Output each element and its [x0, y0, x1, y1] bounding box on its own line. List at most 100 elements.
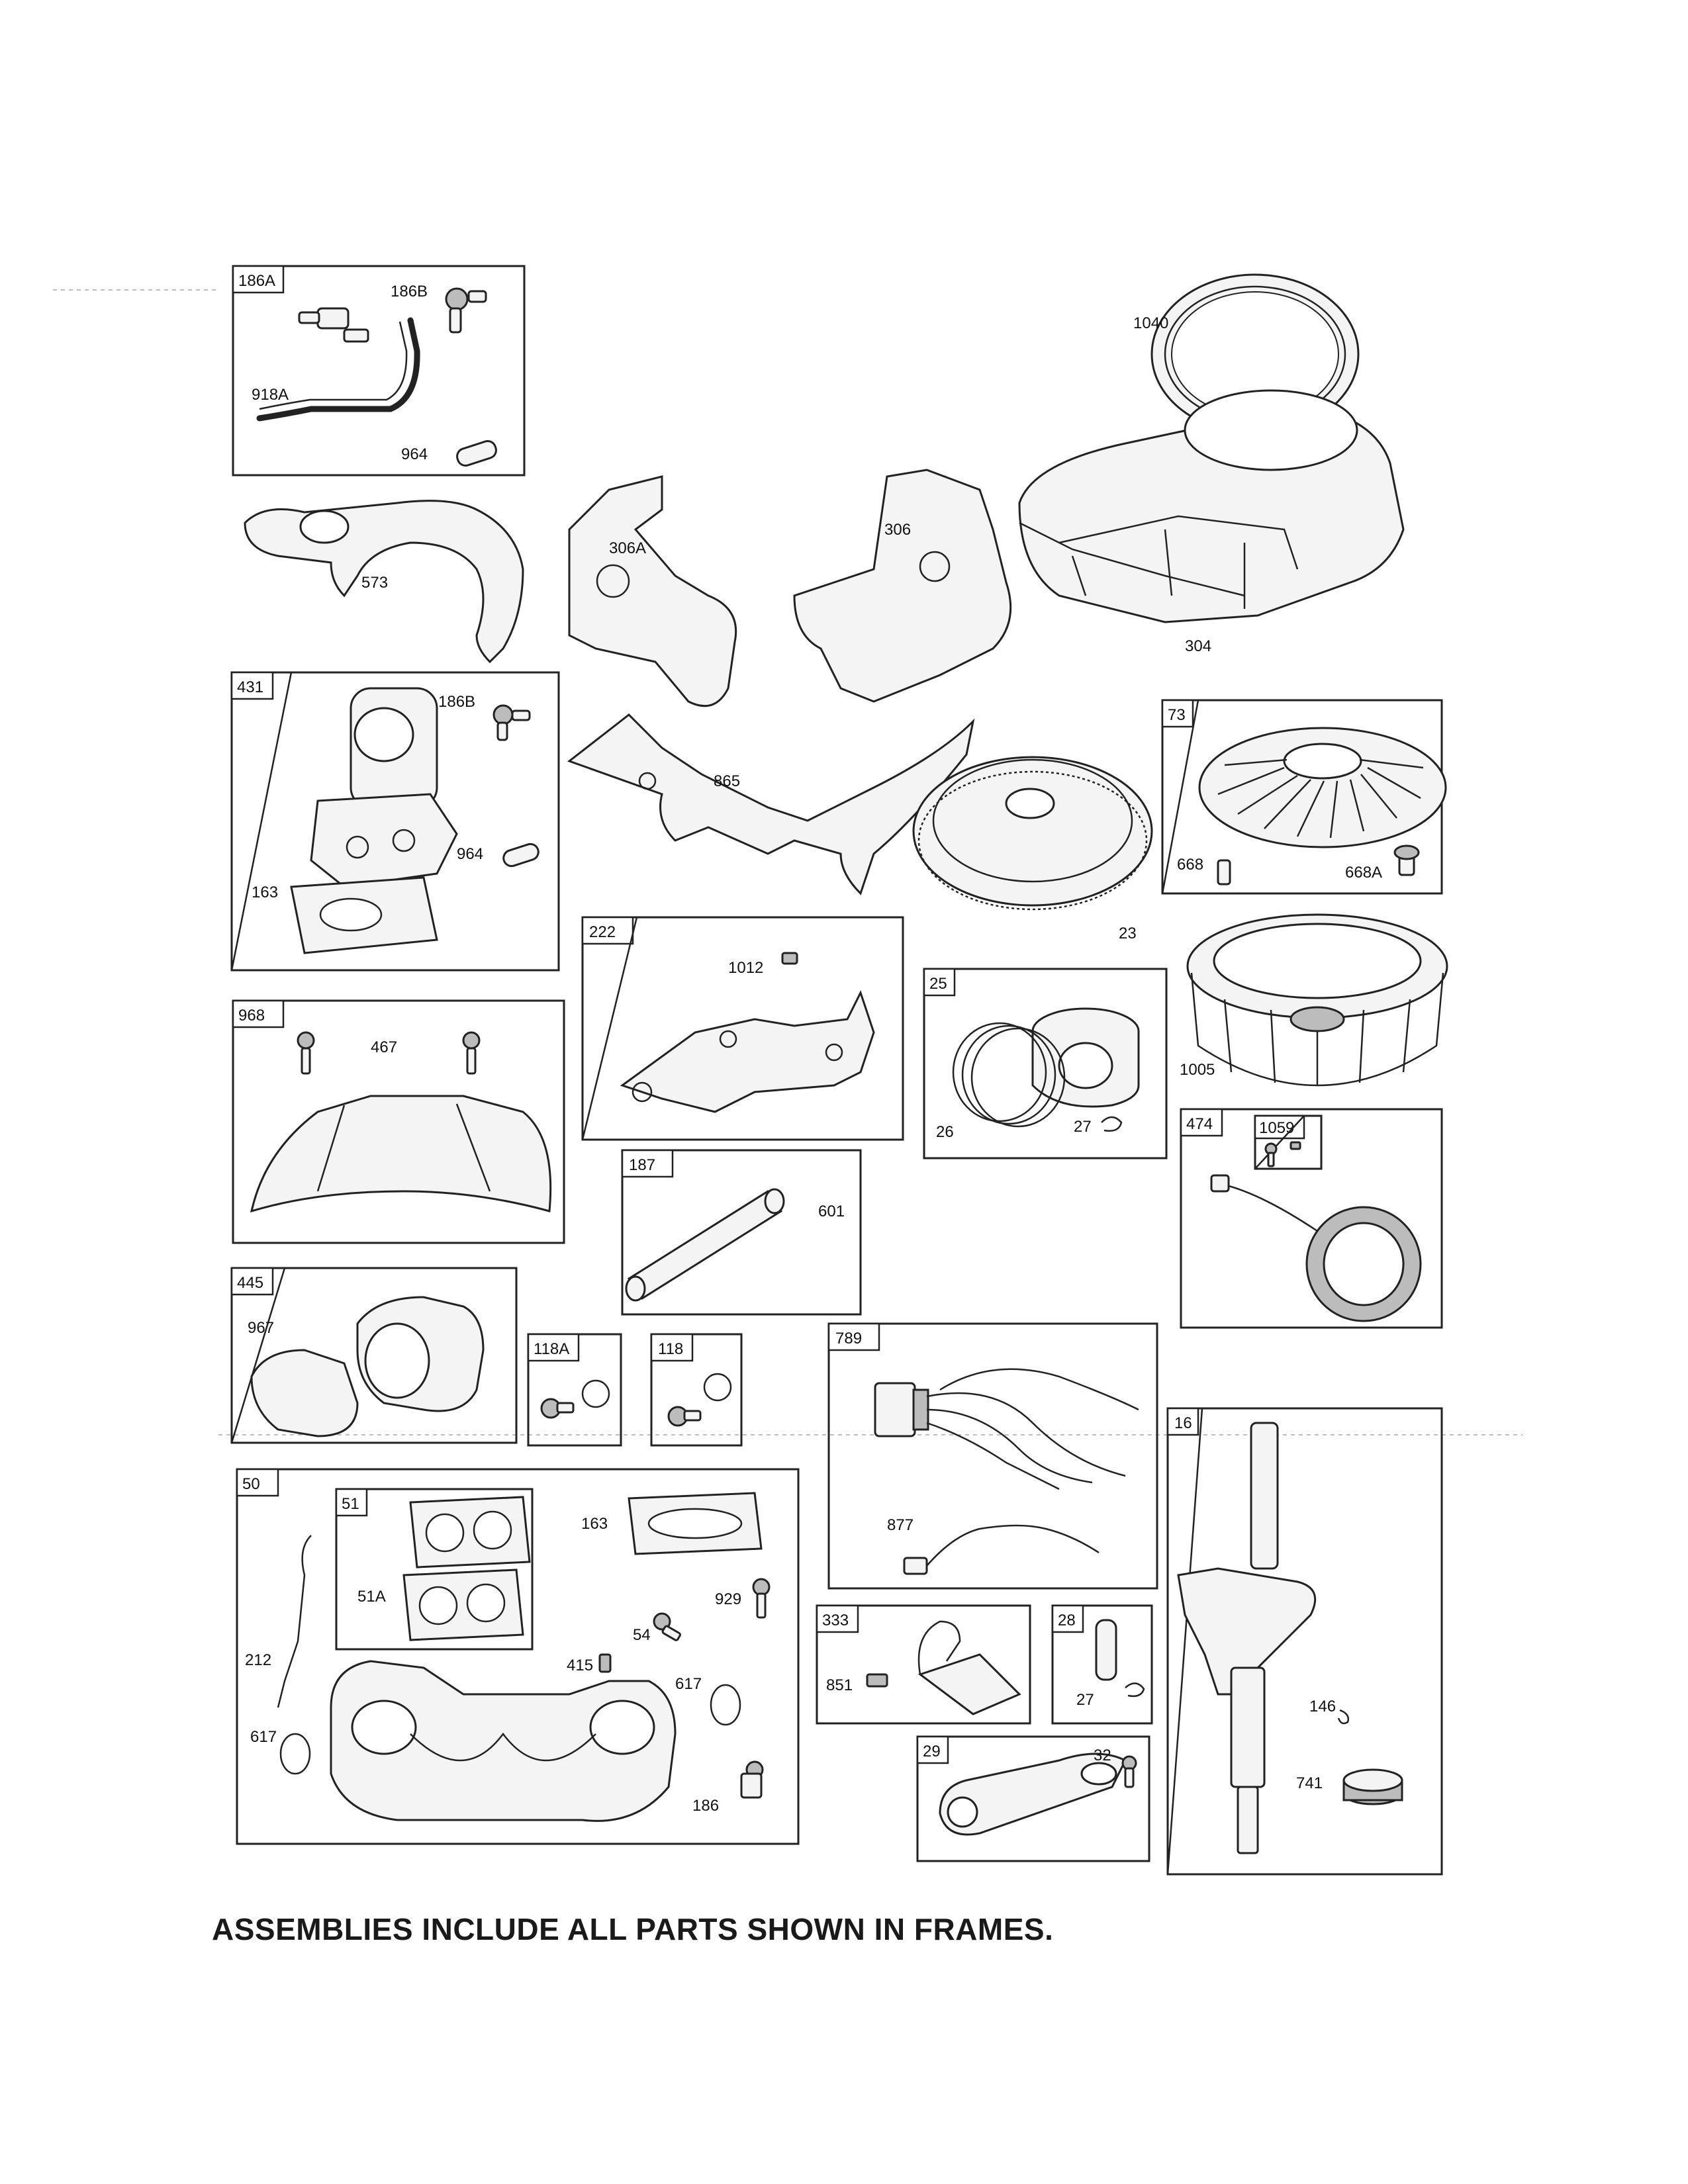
part-label-306: 306: [884, 521, 911, 539]
part-label-668: 668: [1177, 856, 1203, 874]
gasket-part-51: [409, 1496, 531, 1569]
part-label-467: 467: [371, 1038, 397, 1056]
stud-part-668: [1217, 859, 1231, 886]
clip-part-27: [1125, 1682, 1145, 1698]
nut-part-1012: [781, 952, 798, 965]
part-label-306A: 306A: [609, 539, 646, 557]
part-label-51A: 51A: [357, 1588, 386, 1606]
bolt-part-929: [752, 1578, 771, 1619]
part-label-601: 601: [818, 1203, 845, 1220]
frame-118A: 118A: [527, 1333, 622, 1447]
hose-part-964: [502, 842, 539, 868]
key-part-146: [1337, 1709, 1349, 1725]
part-label-186: 186: [692, 1797, 719, 1815]
frame-label-187: 187: [629, 1156, 655, 1174]
fitting-part-186B: [445, 287, 487, 334]
frame-label-333: 333: [822, 1612, 849, 1629]
frame-label-51: 51: [342, 1495, 359, 1513]
governor-linkage-part: [620, 990, 875, 1113]
frame-label-789: 789: [835, 1330, 862, 1347]
cover-part-968: [250, 1095, 552, 1213]
gasket-part-163: [628, 1492, 763, 1555]
frame-label-73: 73: [1168, 706, 1186, 724]
part-label-26: 26: [936, 1123, 954, 1141]
frame-label-50: 50: [242, 1475, 260, 1493]
frame-28: 28 27: [1051, 1604, 1153, 1725]
part-label-304: 304: [1185, 637, 1211, 655]
diagram-caption: ASSEMBLIES INCLUDE ALL PARTS SHOWN IN FR…: [212, 1912, 1054, 1946]
wrist-pin-part: [1095, 1619, 1117, 1681]
frame-445: 445 967: [230, 1267, 518, 1444]
frame-label-431: 431: [237, 678, 263, 696]
frame-187: 187 601: [621, 1149, 862, 1316]
seal-part-617b: [279, 1733, 311, 1775]
frame-label-28: 28: [1058, 1612, 1076, 1629]
frame-label-25: 25: [929, 975, 947, 993]
flywheel-part-23: 23: [912, 756, 1153, 942]
part-label-186B: 186B: [438, 693, 475, 711]
shield-part-306A: 306A: [568, 475, 737, 707]
screw-part-1059: [1264, 1141, 1301, 1167]
gasket-part-51A: [402, 1569, 524, 1641]
crankshaft-part-16: [1177, 1422, 1317, 1854]
hose-part-964: [456, 439, 497, 467]
part-label-146: 146: [1309, 1698, 1336, 1715]
part-label-617: 617: [675, 1675, 702, 1693]
rod-part-212: [277, 1535, 312, 1708]
bolt-part-54: [653, 1612, 681, 1641]
gasket-part-163: [290, 876, 438, 954]
carburetor-body-part: [310, 687, 458, 888]
seal-part-617a: [710, 1684, 741, 1726]
part-label-851: 851: [826, 1676, 853, 1694]
frame-222: 222 1012: [581, 916, 904, 1141]
frame-label-118: 118: [658, 1340, 683, 1358]
frame-label-186A: 186A: [238, 272, 275, 290]
baffle-part-865: 865: [567, 713, 975, 895]
frame-label-474: 474: [1186, 1115, 1213, 1133]
fan-part-1005: 1005: [1180, 913, 1448, 1087]
part-label-964: 964: [457, 845, 483, 863]
frame-label-16: 16: [1174, 1414, 1192, 1432]
part-label-212: 212: [245, 1651, 271, 1669]
tube-part-601: [625, 1188, 785, 1302]
part-label-918A: 918A: [252, 386, 289, 404]
hose-part-918A: [256, 317, 420, 422]
gear-part-741: [1342, 1768, 1403, 1805]
part-label-617: 617: [250, 1728, 277, 1746]
frame-label-1059: 1059: [1259, 1119, 1294, 1137]
part-label-1040: 1040: [1133, 314, 1168, 332]
fan-screen-part: [1198, 727, 1447, 848]
ignition-module-part: [866, 1620, 1021, 1715]
bolt-part-32: [1121, 1755, 1137, 1788]
piston-rings-part-26: [952, 1022, 1066, 1128]
screw-part-467a: [297, 1031, 315, 1075]
clip-part-27: [1101, 1116, 1123, 1132]
fitting-part-186B: [492, 704, 531, 741]
part-label-877: 877: [887, 1516, 914, 1534]
wiring-harness-part-789: [874, 1368, 1139, 1490]
fitting-part-186A: [298, 307, 369, 343]
frame-474: 474 1059: [1180, 1108, 1443, 1329]
washer-part: [703, 1373, 732, 1402]
air-filter-part-967: [250, 1349, 359, 1437]
bolt-part-118A: [540, 1398, 575, 1419]
frame-118: 118: [650, 1333, 743, 1447]
stud-part-668A: [1393, 844, 1420, 876]
blower-housing-part-304: 304: [1018, 389, 1405, 655]
part-label-163: 163: [581, 1515, 608, 1533]
frame-label-445: 445: [237, 1274, 263, 1292]
part-label-415: 415: [567, 1657, 593, 1674]
part-label-27: 27: [1076, 1691, 1094, 1709]
part-label-32: 32: [1094, 1747, 1111, 1764]
frame-333: 333 851: [816, 1604, 1031, 1725]
screw-part-467b: [462, 1031, 481, 1075]
frame-29: 29 32: [916, 1735, 1150, 1862]
alternator-stator-part: [1210, 1174, 1422, 1322]
connecting-rod-part-29: [939, 1752, 1127, 1836]
manifold-part: [330, 1660, 677, 1822]
shield-part-306: 306: [793, 469, 1012, 703]
part-label-964: 964: [401, 445, 428, 463]
frame-label-222: 222: [589, 923, 616, 941]
part-label-23: 23: [1119, 925, 1137, 942]
